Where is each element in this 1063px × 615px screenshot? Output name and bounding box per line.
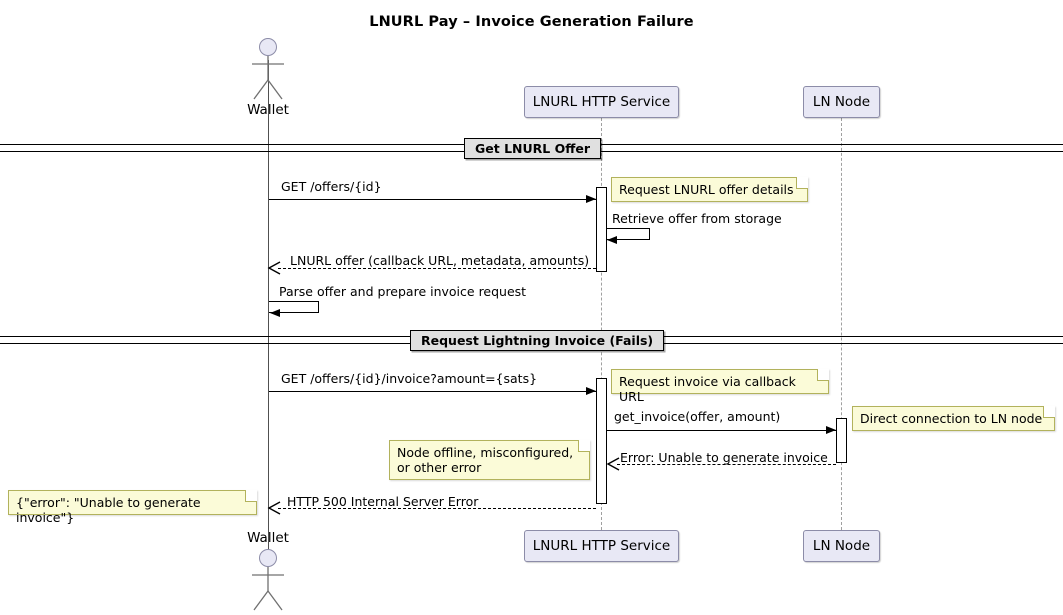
note-fold-corner-icon-2 [817,369,829,381]
message-selfloop-retrieve-offer [607,228,650,240]
message-label-parse-offer: Parse offer and prepare invoice request [279,284,527,299]
message-arrowhead-parse-offer [270,308,280,317]
participant-label-ln-node-bottom: LN Node [812,538,871,554]
message-label-lnurl-offer-reply: LNURL offer (callback URL, metadata, amo… [290,253,590,268]
message-line-lnurl-offer-reply [278,268,596,269]
lifeline-node [841,118,842,530]
note-text-4: Node offline, misconfigured, or other er… [397,445,574,475]
section-divider-line-2-left-b [0,343,412,344]
note-fold-corner-icon-5 [245,490,257,502]
note-fold-corner-icon-1 [796,177,808,189]
message-selfloop-parse-offer [269,301,319,313]
message-label-get-invoice-endpoint: GET /offers/{id}/invoice?amount={sats} [281,371,538,386]
section-divider-line-2-right-b [645,343,1063,344]
section-label-get-lnurl-offer: Get LNURL Offer [464,138,601,159]
section-divider-line-2-right [645,336,1063,337]
message-label-http-500: HTTP 500 Internal Server Error [287,494,479,509]
message-arrowhead-http-500 [267,501,281,515]
section-divider-line-1-left-b [0,151,466,152]
message-line-get-offers-id [269,199,596,200]
note-fold-corner-icon-4 [578,440,590,452]
message-label-error-unable-to-generate: Error: Unable to generate invoice [620,450,828,465]
actor-stick-figure-icon-bottom [252,549,284,611]
lifeline-service [601,118,602,530]
note-text-5: {"error": "Unable to generate invoice"} [16,495,201,525]
message-line-get-invoice-endpoint [269,391,596,392]
section-divider-line-2-left [0,336,412,337]
note-request-lnurl-offer-details: Request LNURL offer details [611,177,808,202]
section-divider-line-1-right [590,144,1063,145]
participant-box-ln-node-top[interactable]: LN Node [803,86,880,118]
participant-label-ln-node-top: LN Node [812,94,871,110]
message-arrowhead-retrieve-offer [607,235,617,244]
participant-box-ln-node-bottom[interactable]: LN Node [803,530,880,562]
participant-label-wallet-bottom: Wallet [247,530,289,546]
section-divider-line-1-right-b [590,151,1063,152]
message-line-get-invoice-call [607,430,836,431]
message-arrowhead-lnurl-offer-reply [267,261,281,275]
section-label-text-2: Request Lightning Invoice (Fails) [421,333,654,348]
message-label-get-offers-id: GET /offers/{id} [281,179,382,194]
message-label-retrieve-offer-from-storage: Retrieve offer from storage [612,211,782,226]
participant-label-lnurl-http-service-top: LNURL HTTP Service [532,94,671,110]
message-arrowhead-error-unable-to-generate [606,457,620,471]
note-error-json-response: {"error": "Unable to generate invoice"} [8,490,257,525]
section-label-request-lightning-invoice: Request Lightning Invoice (Fails) [410,330,665,351]
note-text-3: Direct connection to LN node [860,411,1043,426]
note-node-offline-misconfigured: Node offline, misconfigured, or other er… [389,440,590,480]
participant-box-lnurl-http-service-bottom[interactable]: LNURL HTTP Service [524,530,679,562]
activation-bar-service-2 [596,378,607,504]
activation-bar-node-1 [836,418,847,463]
participant-actor-wallet [240,38,296,100]
note-direct-connection-to-ln-node: Direct connection to LN node [852,406,1055,431]
message-arrowhead-get-offers-id [586,194,596,203]
message-line-error-unable-to-generate [617,464,836,465]
participant-box-lnurl-http-service-top[interactable]: LNURL HTTP Service [524,86,679,118]
message-label-get-invoice-call: get_invoice(offer, amount) [614,409,781,424]
page-title: LNURL Pay – Invoice Generation Failure [369,14,694,30]
participant-label-lnurl-http-service-bottom: LNURL HTTP Service [532,538,671,554]
actor-stick-figure-icon [252,38,284,100]
note-text-2: Request invoice via callback URL [619,374,796,404]
participant-actor-wallet-bottom [240,549,296,611]
message-arrowhead-get-invoice-endpoint [586,386,596,395]
participant-label-wallet-top: Wallet [247,102,289,118]
activation-bar-service-1 [596,187,607,272]
note-fold-corner-icon-3 [1043,406,1055,418]
note-request-invoice-via-callback-url: Request invoice via callback URL [611,369,829,404]
message-arrowhead-get-invoice-call [826,425,836,434]
note-text-1: Request LNURL offer details [619,182,794,197]
lifeline-wallet [268,60,269,562]
message-line-http-500 [278,508,596,509]
section-label-text-1: Get LNURL Offer [475,141,590,156]
section-divider-line-1-left [0,144,466,145]
